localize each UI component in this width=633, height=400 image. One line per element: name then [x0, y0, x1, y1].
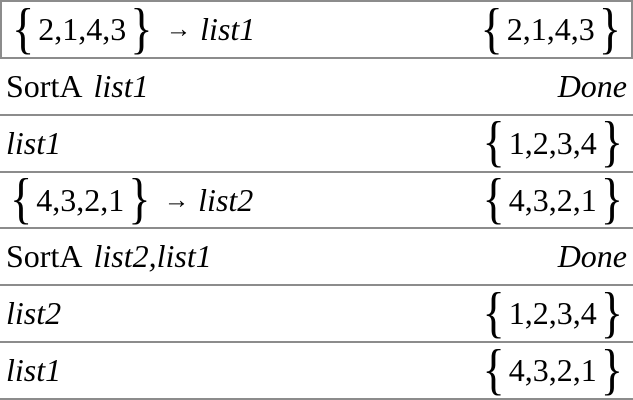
variable-name: list2	[198, 181, 254, 218]
result-text: Done	[557, 67, 627, 104]
list-values: 2,1,4,3	[506, 10, 595, 47]
output-result: { 1,2,3,4 }	[478, 285, 627, 342]
close-brace: }	[128, 168, 151, 231]
history-row[interactable]: SortA list1 Done	[0, 58, 633, 116]
close-brace: }	[600, 339, 623, 400]
command-name: SortA	[6, 67, 83, 104]
list-values: 4,3,2,1	[508, 181, 597, 218]
variable-name: list2	[6, 295, 62, 332]
open-brace: {	[10, 168, 33, 231]
input-expression: { 4,3,2,1 } → list2	[6, 171, 254, 228]
list-values: 4,3,2,1	[36, 181, 125, 218]
variable-name: list1	[6, 124, 62, 161]
open-brace: {	[12, 0, 35, 61]
input-expression: list2	[6, 295, 61, 332]
open-brace: {	[482, 339, 505, 400]
close-brace: }	[600, 168, 623, 231]
history-row[interactable]: list1 { 4,3,2,1 }	[0, 342, 633, 398]
open-brace: {	[482, 168, 505, 231]
close-brace: }	[600, 111, 623, 174]
command-args: list1	[93, 67, 149, 104]
input-expression: list1	[6, 125, 61, 162]
close-brace: }	[130, 0, 153, 61]
output-result: Done	[558, 68, 627, 105]
history-row[interactable]: { 4,3,2,1 } → list2 { 4,3,2,1 }	[0, 171, 633, 230]
close-brace: }	[598, 0, 621, 61]
list-values: 4,3,2,1	[508, 352, 597, 389]
store-arrow-icon: →	[163, 185, 190, 214]
output-result: { 4,3,2,1 }	[478, 171, 627, 228]
input-expression: { 2,1,4,3 } → list1	[8, 2, 256, 58]
open-brace: {	[482, 282, 505, 345]
output-result: { 1,2,3,4 }	[478, 114, 627, 171]
list-values: 1,2,3,4	[508, 124, 597, 161]
open-brace: {	[482, 111, 505, 174]
variable-name: list1	[6, 352, 62, 389]
history-row[interactable]: list1 { 1,2,3,4 }	[0, 114, 633, 173]
list-values: 2,1,4,3	[38, 10, 127, 47]
store-arrow-icon: →	[165, 14, 192, 44]
output-result: { 2,1,4,3 }	[476, 2, 625, 58]
input-expression: list1	[6, 352, 61, 389]
close-brace: }	[600, 282, 623, 345]
command-name: SortA	[6, 238, 83, 275]
input-expression: SortA list2,list1	[6, 238, 212, 275]
command-args: list2,list1	[93, 238, 212, 275]
output-result: Done	[558, 238, 627, 275]
history-row[interactable]: { 2,1,4,3 } → list1 { 2,1,4,3 }	[0, 2, 633, 59]
history-row[interactable]: list2 { 1,2,3,4 }	[0, 285, 633, 344]
open-brace: {	[480, 0, 503, 61]
input-expression: SortA list1	[6, 68, 149, 105]
list-values: 1,2,3,4	[508, 295, 597, 332]
output-result: { 4,3,2,1 }	[478, 342, 627, 398]
variable-name: list1	[200, 10, 256, 47]
result-text: Done	[557, 238, 627, 275]
history-row[interactable]: SortA list2,list1 Done	[0, 229, 633, 287]
